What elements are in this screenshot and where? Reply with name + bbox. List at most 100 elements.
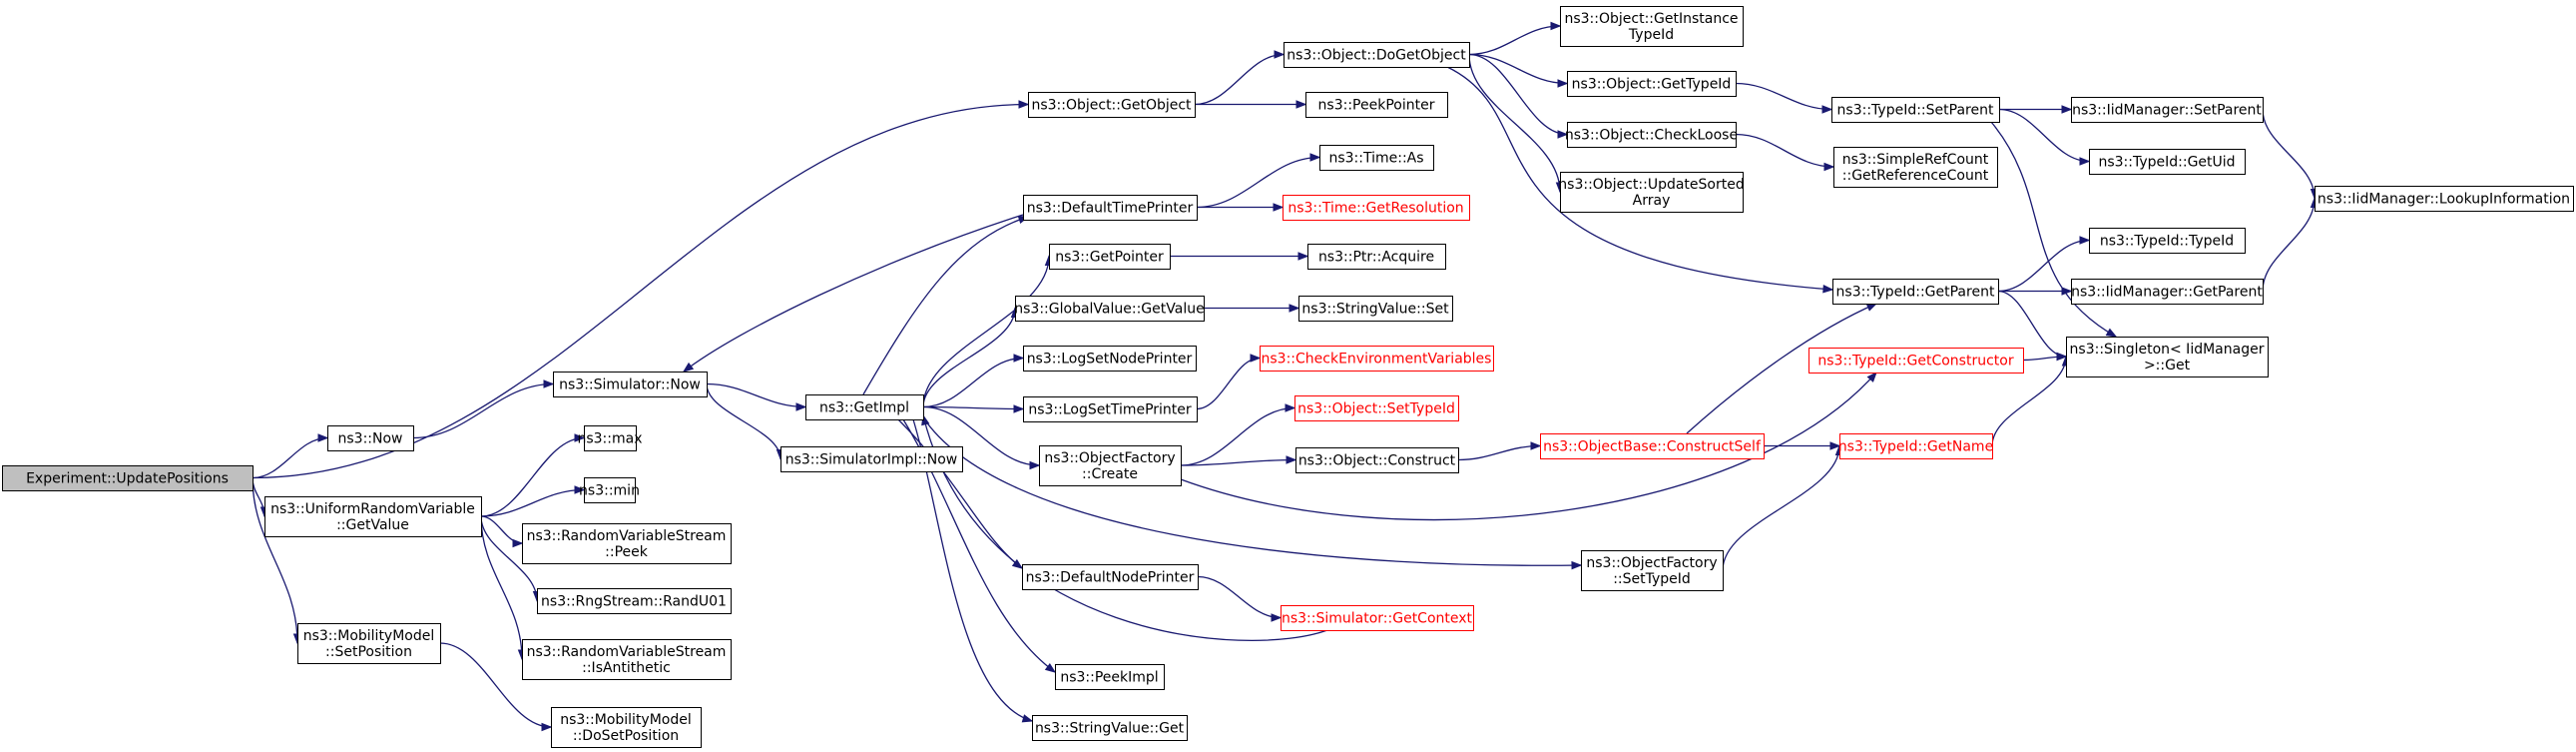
edge-getimpl-to-dtp xyxy=(862,215,1030,395)
node-label: ns3::MobilityModel xyxy=(560,712,692,728)
node-label: ns3::StringValue::Get xyxy=(1035,721,1185,737)
node-label: ns3::ObjectFactory xyxy=(1044,450,1175,466)
node-label: ns3::ObjectBase::ConstructSelf xyxy=(1543,439,1762,455)
node-label: ::GetReferenceCount xyxy=(1842,168,1989,184)
edge-dnp-to-simctx xyxy=(1197,575,1283,622)
edge-urv-to-rvspeek xyxy=(480,515,524,548)
node-label: ns3::Object::GetObject xyxy=(1031,98,1192,114)
node-tgetctor[interactable]: ns3::TypeId::GetConstructor xyxy=(1808,348,2024,374)
node-checkenv[interactable]: ns3::CheckEnvironmentVariables xyxy=(1260,346,1494,372)
node-rvspeek[interactable]: ns3::RandomVariableStream::Peek xyxy=(522,523,732,564)
edge-tsetparent-to-tgetuid xyxy=(1998,108,2091,166)
node-getobject[interactable]: ns3::Object::GetObject xyxy=(1028,92,1196,118)
node-label: ns3::Object::CheckLoose xyxy=(1565,128,1738,144)
node-srcref[interactable]: ns3::SimpleRefCount::GetReferenceCount xyxy=(1833,147,1998,188)
node-label: ns3::TypeId::GetParent xyxy=(1836,285,1995,301)
node-tgetname[interactable]: ns3::TypeId::GetName xyxy=(1838,433,1993,459)
node-objconstruct[interactable]: ns3::Object::Construct xyxy=(1295,447,1459,473)
edge-simnow-to-getimpl xyxy=(706,382,807,411)
node-label: ::Peek xyxy=(605,544,649,560)
node-objsettype[interactable]: ns3::Object::SetTypeId xyxy=(1294,395,1459,421)
node-svset[interactable]: ns3::StringValue::Set xyxy=(1298,296,1453,322)
node-label: ns3::Object::DoGetObject xyxy=(1287,48,1466,64)
edge-getimpl-to-ofsettype xyxy=(922,416,1583,570)
node-now[interactable]: ns3::Now xyxy=(327,425,414,451)
node-tsetparent[interactable]: ns3::TypeId::SetParent xyxy=(1831,97,2000,123)
node-ofsettype[interactable]: ns3::ObjectFactory::SetTypeId xyxy=(1581,550,1724,591)
node-lognode[interactable]: ns3::LogSetNodePrinter xyxy=(1023,346,1197,372)
node-iidsetparent[interactable]: ns3::IidManager::SetParent xyxy=(2071,97,2264,123)
node-label: ns3::UniformRandomVariable xyxy=(270,501,475,517)
node-label: ns3::Now xyxy=(338,431,403,447)
node-label: ns3::IidManager::LookupInformation xyxy=(2318,192,2570,208)
node-gvget[interactable]: ns3::GlobalValue::GetValue xyxy=(1014,296,1205,322)
node-label: ::SetPosition xyxy=(325,644,412,660)
node-tgetuid[interactable]: ns3::TypeId::GetUid xyxy=(2089,149,2246,175)
node-urv[interactable]: ns3::UniformRandomVariable::GetValue xyxy=(264,496,482,537)
edge-iidgetparent-to-iidlookup xyxy=(2262,197,2319,292)
node-mmset[interactable]: ns3::MobilityModel::SetPosition xyxy=(297,623,441,664)
node-label: ns3::ObjectFactory xyxy=(1586,555,1717,571)
node-singleton[interactable]: ns3::Singleton< IidManager >::Get xyxy=(2066,337,2269,377)
edge-tgetparent-to-iidgetparent xyxy=(1998,287,2073,296)
node-iidgetparent[interactable]: ns3::IidManager::GetParent xyxy=(2071,279,2264,305)
node-label: >::Get xyxy=(2144,358,2191,374)
node-iidlookup[interactable]: ns3::IidManager::LookupInformation xyxy=(2315,186,2574,212)
node-max[interactable]: ns3::max xyxy=(577,425,643,451)
node-label: ns3::Object::UpdateSorted xyxy=(1558,177,1744,193)
node-label: ns3::RngStream::RandU01 xyxy=(541,594,727,610)
node-dogetobject[interactable]: ns3::Object::DoGetObject xyxy=(1284,42,1470,68)
node-timeas[interactable]: ns3::Time::As xyxy=(1319,145,1434,171)
node-ofcreate[interactable]: ns3::ObjectFactory::Create xyxy=(1039,445,1182,486)
node-isanti[interactable]: ns3::RandomVariableStream::IsAntithetic xyxy=(522,639,732,680)
node-gettypeid[interactable]: ns3::Object::GetTypeId xyxy=(1567,71,1737,97)
node-min[interactable]: ns3::min xyxy=(579,477,640,503)
edge-root-to-getobject xyxy=(252,100,1030,479)
node-peekimpl[interactable]: ns3::PeekImpl xyxy=(1055,664,1165,690)
node-ptracq[interactable]: ns3::Ptr::Acquire xyxy=(1307,244,1446,270)
node-label: ns3::GetImpl xyxy=(819,400,909,416)
node-label: ns3::IidManager::GetParent xyxy=(2071,285,2263,301)
node-tgetparent[interactable]: ns3::TypeId::GetParent xyxy=(1832,279,1999,305)
edge-ofcreate-to-objsettype xyxy=(1180,403,1296,466)
node-getpointer[interactable]: ns3::GetPointer xyxy=(1049,244,1171,270)
node-dosetpos[interactable]: ns3::MobilityModel::DoSetPosition xyxy=(551,707,702,748)
node-label: ns3::Singleton< IidManager xyxy=(2070,342,2265,358)
edge-urv-to-isanti xyxy=(480,515,527,661)
node-getimpl[interactable]: ns3::GetImpl xyxy=(805,394,924,420)
node-root[interactable]: Experiment::UpdatePositions xyxy=(2,465,254,491)
node-label: ns3::Object::SetTypeId xyxy=(1297,401,1455,417)
node-label: ns3::Time::GetResolution xyxy=(1288,201,1463,217)
node-simnow[interactable]: ns3::Simulator::Now xyxy=(553,372,708,397)
node-label: ns3::Time::As xyxy=(1328,151,1423,167)
node-logtime[interactable]: ns3::LogSetTimePrinter xyxy=(1023,396,1198,422)
edge-now-to-simnow xyxy=(412,379,555,439)
node-peekpointer[interactable]: ns3::PeekPointer xyxy=(1305,92,1448,118)
edge-getimpl-to-logtime xyxy=(922,404,1025,413)
node-simimplnow[interactable]: ns3::SimulatorImpl::Now xyxy=(780,446,963,472)
node-simctx[interactable]: ns3::Simulator::GetContext xyxy=(1281,605,1474,631)
node-label: ns3::LogSetNodePrinter xyxy=(1027,352,1193,368)
node-label: ::DoSetPosition xyxy=(573,728,679,744)
node-label: ::SetTypeId xyxy=(1613,571,1691,587)
node-label: TypeId xyxy=(1628,27,1674,43)
node-randu[interactable]: ns3::RngStream::RandU01 xyxy=(537,588,732,614)
node-label: ns3::RandomVariableStream xyxy=(527,644,727,660)
node-label: ns3::CheckEnvironmentVariables xyxy=(1262,352,1492,368)
node-dnp[interactable]: ns3::DefaultNodePrinter xyxy=(1022,564,1199,590)
node-obconstructself[interactable]: ns3::ObjectBase::ConstructSelf xyxy=(1540,433,1765,459)
node-dtp[interactable]: ns3::DefaultTimePrinter xyxy=(1023,195,1198,221)
edge-ofcreate-to-objconstruct xyxy=(1180,455,1297,466)
node-label: ns3::TypeId::GetConstructor xyxy=(1817,354,2013,370)
edge-checkloose-to-srcref xyxy=(1735,133,1835,172)
node-label: ns3::min xyxy=(579,483,640,499)
node-ttypeid[interactable]: ns3::TypeId::TypeId xyxy=(2089,228,2246,254)
node-timeres[interactable]: ns3::Time::GetResolution xyxy=(1283,195,1470,221)
node-svget[interactable]: ns3::StringValue::Get xyxy=(1032,715,1188,741)
edge-tgetparent-to-ttypeid xyxy=(1997,236,2091,293)
edge-getimpl-to-ofcreate xyxy=(922,405,1041,470)
node-checkloose[interactable]: ns3::Object::CheckLoose xyxy=(1565,122,1738,148)
